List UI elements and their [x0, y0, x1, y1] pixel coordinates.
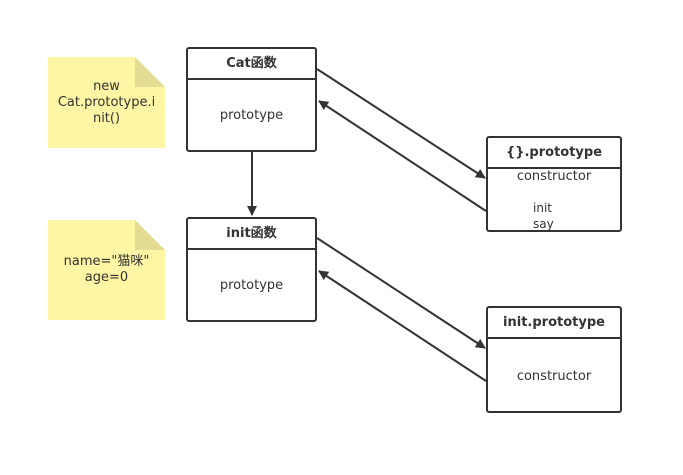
note-call-line1: new: [93, 79, 120, 94]
sticky-note-props: name="猫咪" age=0: [48, 220, 165, 320]
object-prototype-title: {}.prototype: [488, 138, 620, 169]
note-props-line2: age=0: [84, 270, 129, 285]
arrow-initproto-to-init: [318, 270, 487, 382]
object-prototype-box: {}.prototype constructor init say: [486, 136, 622, 232]
init-function-prototype: prototype: [219, 278, 284, 293]
note-call-line3: nit(): [92, 111, 121, 126]
sticky-note-call: new Cat.prototype.i nit(): [48, 57, 165, 148]
cat-function-box: Cat函数 prototype: [186, 47, 317, 152]
arrow-objproto-to-cat: [318, 100, 487, 212]
note-fold-icon: [135, 57, 165, 87]
note-props-text: name="猫咪" age=0: [52, 254, 161, 286]
init-prototype-title: init.prototype: [488, 308, 620, 339]
note-call-line2: Cat.prototype.i: [57, 95, 156, 110]
cat-function-prototype: prototype: [219, 108, 284, 123]
init-function-box: init函数 prototype: [186, 217, 317, 322]
object-prototype-constructor: constructor: [516, 169, 592, 184]
cat-function-title: Cat函数: [188, 49, 315, 80]
note-props-line1: name="猫咪": [63, 254, 150, 269]
init-prototype-box: init.prototype constructor: [486, 306, 622, 413]
note-call-text: new Cat.prototype.i nit(): [52, 79, 161, 127]
arrow-init-to-initproto: [316, 237, 486, 349]
object-prototype-say: say: [533, 217, 554, 231]
init-function-title: init函数: [188, 219, 315, 250]
arrow-cat-to-objproto: [316, 68, 486, 179]
note-fold-icon: [135, 220, 165, 250]
object-prototype-init: init: [533, 201, 552, 215]
init-prototype-constructor: constructor: [516, 369, 592, 384]
